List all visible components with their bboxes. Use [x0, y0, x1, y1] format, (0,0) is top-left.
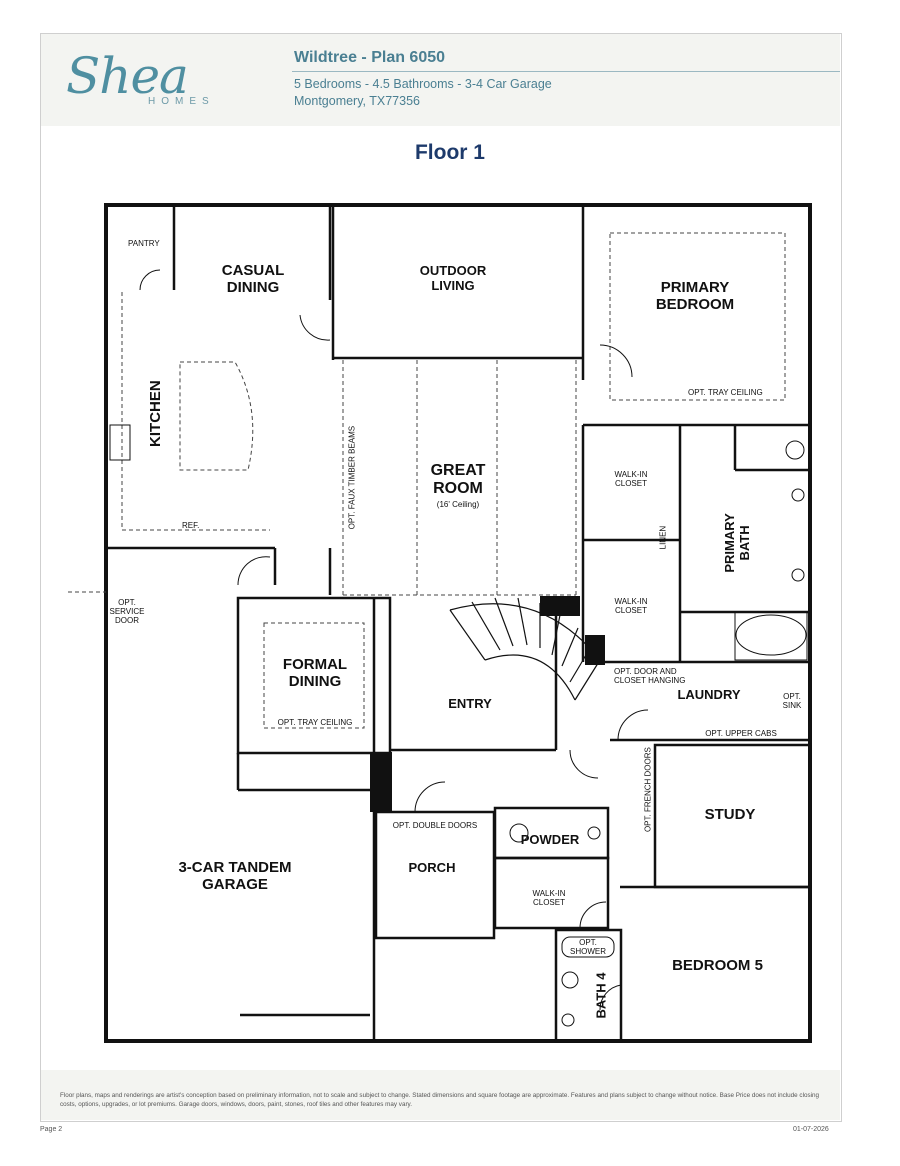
room-powder: POWDER	[520, 832, 580, 847]
room-casual-dining: CASUAL DINING	[221, 262, 285, 297]
footer-band	[41, 1070, 840, 1120]
room-laundry: LAUNDRY	[677, 687, 741, 702]
plan-location: Montgomery, TX77356	[294, 94, 420, 108]
room-linen: LINEN	[658, 525, 668, 550]
room-outdoor-living: OUTDOOR LIVING	[419, 263, 487, 293]
note-opt-french-doors: OPT. FRENCH DOORS	[643, 747, 653, 833]
room-great-room: GREAT ROOM	[430, 462, 486, 498]
plan-specs: 5 Bedrooms - 4.5 Bathrooms - 3-4 Car Gar…	[294, 77, 552, 91]
room-entry: ENTRY	[448, 696, 492, 711]
door-swings	[139, 269, 649, 1011]
disclaimer: Floor plans, maps and renderings are art…	[60, 1092, 820, 1108]
logo-sub: HOMES	[148, 96, 215, 107]
room-porch: PORCH	[408, 860, 456, 875]
note-opt-shower: OPT. SHOWER	[570, 938, 606, 957]
fixtures	[109, 424, 808, 1027]
header-band	[41, 34, 840, 126]
room-pantry: PANTRY	[128, 239, 160, 248]
floor-title: Floor 1	[414, 141, 485, 164]
room-walkin-closet-1: WALK-IN CLOSET	[614, 470, 648, 489]
room-bedroom-5: BEDROOM 5	[672, 957, 763, 974]
dashed-lines	[68, 232, 786, 729]
shea-homes-logo: Shea HOMES	[66, 48, 246, 118]
solid-columns	[370, 596, 605, 812]
room-bath-4: BATH 4	[593, 972, 609, 1019]
note-opt-upper-cabs: OPT. UPPER CABS	[705, 729, 777, 738]
note-great-room-ceiling: (16' Ceiling)	[436, 500, 480, 509]
note-opt-tray-ceiling-formal: OPT. TRAY CEILING	[277, 718, 353, 727]
room-formal-dining: FORMAL DINING	[282, 656, 348, 691]
room-study: STUDY	[704, 806, 756, 823]
page-number: Page 2	[40, 1126, 63, 1133]
note-opt-door-closet-hanging: OPT. DOOR AND CLOSET HANGING	[614, 667, 686, 686]
room-primary-bedroom: PRIMARY BEDROOM	[655, 279, 735, 314]
exterior-walls	[104, 203, 812, 1043]
room-walkin-closet-2: WALK-IN CLOSET	[614, 597, 648, 616]
note-opt-tray-ceiling-primary: OPT. TRAY CEILING	[688, 388, 763, 397]
note-opt-service-door: OPT. SERVICE DOOR	[109, 598, 145, 626]
note-opt-sink: OPT. SINK	[782, 692, 802, 711]
note-opt-double-doors: OPT. DOUBLE DOORS	[392, 821, 478, 830]
room-walkin-closet-3: WALK-IN CLOSET	[532, 889, 566, 908]
note-opt-faux-timber-beams: OPT. FAUX TIMBER BEAMS	[347, 425, 357, 530]
logo-script: Shea	[66, 47, 189, 105]
interior-walls	[106, 205, 812, 1043]
room-kitchen: KITCHEN	[146, 380, 164, 447]
room-garage: 3-CAR TANDEM GARAGE	[178, 859, 292, 894]
plan-title: Wildtree - Plan 6050	[294, 49, 446, 66]
label-ref: REF.	[182, 521, 200, 530]
page-date: 01-07-2026	[793, 1126, 829, 1133]
room-primary-bath: PRIMARY BATH	[722, 513, 752, 573]
header-rule	[292, 71, 840, 72]
